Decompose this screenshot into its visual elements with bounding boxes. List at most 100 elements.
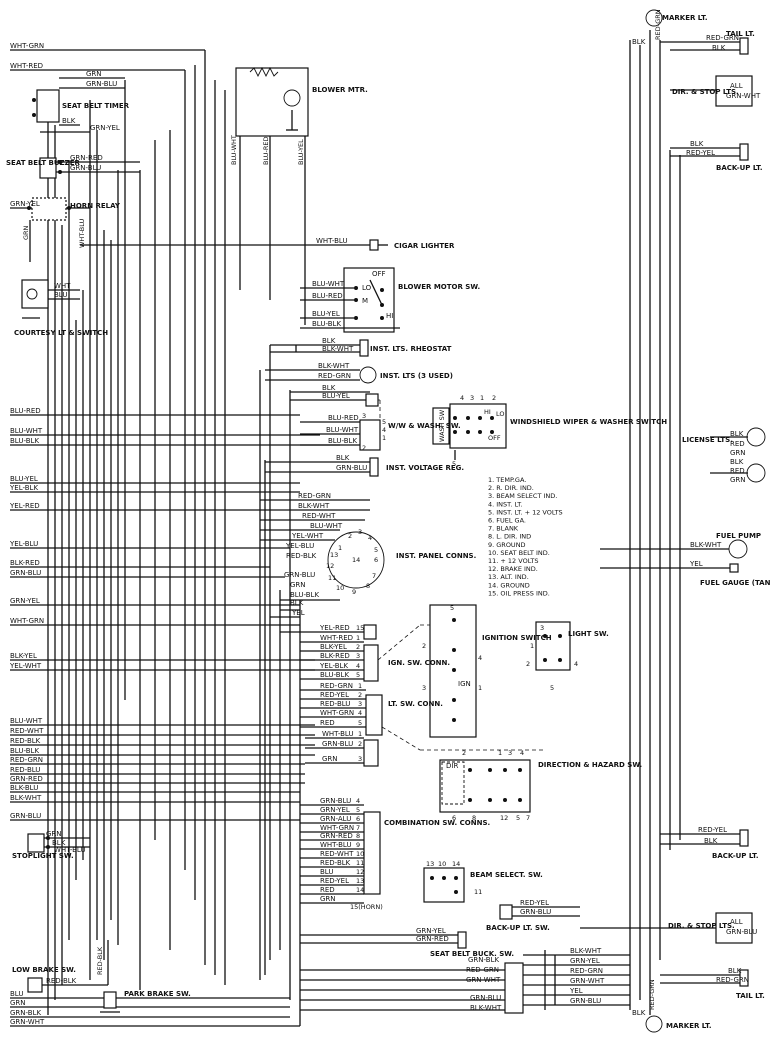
wire-label-left: YEL-BLK bbox=[9, 484, 38, 492]
wire-label-left-comp: GRN-BLU bbox=[70, 164, 101, 172]
wire-label-center: GRN-BLU bbox=[470, 994, 501, 1002]
lt-pin: 4 bbox=[358, 709, 362, 717]
wire-label-relay-v2: WHT-BLU bbox=[78, 218, 86, 248]
label-windshield-wiper: WINDSHIELD WIPER & WASHER SWITCH bbox=[510, 418, 667, 426]
ww-wash-sw bbox=[290, 391, 381, 451]
wire-label-center: BLU-BLK bbox=[328, 437, 357, 445]
wire-label-marker-top: RED-GRN bbox=[654, 9, 662, 40]
wire-label-lt: RED-BLU bbox=[320, 700, 350, 708]
term-off: OFF bbox=[372, 270, 386, 278]
label-blower-mtr: BLOWER MTR. bbox=[312, 86, 368, 94]
legend-item: 14. GROUND bbox=[488, 581, 530, 589]
ign-pin: 5 bbox=[356, 671, 360, 679]
wiper-pin-2: 3 bbox=[470, 394, 474, 402]
panel-pin: 13 bbox=[330, 551, 338, 559]
wiper-pin-4: 2 bbox=[492, 394, 496, 402]
wire-label-left-comp: WHT bbox=[54, 282, 71, 290]
wire-label-center: BLK bbox=[336, 454, 350, 462]
wiper-lo: LO bbox=[496, 410, 505, 418]
comb-top-pin: 2 bbox=[358, 740, 362, 748]
wire-label-left: YEL-WHT bbox=[9, 662, 42, 670]
courtesy-lt bbox=[21, 279, 80, 319]
legend-item: 6. FUEL GA. bbox=[488, 517, 526, 525]
lt-pin: 1 bbox=[358, 682, 362, 690]
label-combination-sw: COMBINATION SW. CONNS. bbox=[384, 819, 490, 827]
wire-label-left: GRN-BLU bbox=[10, 569, 41, 577]
wire-label-ign: BLK-YEL bbox=[320, 643, 347, 651]
ww-pin: 3 bbox=[362, 412, 366, 420]
legend-item: 15. OIL PRESS IND. bbox=[488, 589, 550, 597]
wire-label-comb: GRN-YEL bbox=[320, 806, 350, 814]
wire-label-left-comp: BLK bbox=[52, 839, 66, 847]
wire-label-left-comp: WHT-BLU bbox=[54, 846, 86, 854]
right-components bbox=[523, 9, 766, 1033]
wiper-pin-3: 1 bbox=[480, 394, 484, 402]
wire-label-right: ALL bbox=[730, 918, 743, 926]
dirhaz-pin-5: 6 bbox=[452, 814, 456, 822]
wire-label-lt: RED-GRN bbox=[320, 682, 353, 690]
comb-pin-horn: 15(HORN) bbox=[350, 903, 383, 911]
label-inst-lts-rheostat: INST. LTS. RHEOSTAT bbox=[370, 345, 452, 353]
label-ignition-switch: IGNITION SWITCH bbox=[482, 634, 552, 642]
wire-label-left: BLU-RED bbox=[10, 407, 41, 415]
wire-label-right: RED bbox=[730, 467, 745, 475]
wire-label-right: RED-GRN bbox=[706, 34, 739, 42]
ww-pin: 1 bbox=[382, 434, 386, 442]
wire-label-center: RED-YEL bbox=[520, 899, 549, 907]
wire-label-panel: GRN-BLU bbox=[284, 571, 315, 579]
label-stoplight-sw: STOPLIGHT SW. bbox=[12, 852, 74, 860]
wire-label-panel: RED-GRN bbox=[298, 492, 331, 500]
wire-label-left: BLU-WHT bbox=[10, 717, 43, 725]
legend: 1. TEMP.GA.2. R. DIR. IND.3. BEAM SELECT… bbox=[488, 476, 563, 597]
wire-label-right: GRN-WHT bbox=[570, 977, 605, 985]
wire-label-left: BLK-YEL bbox=[10, 652, 37, 660]
left-edge-wires bbox=[10, 49, 340, 1027]
dirhaz-pin-3: 3 bbox=[508, 749, 512, 757]
label-seat-belt-buck: SEAT BELT BUCK. SW. bbox=[430, 950, 514, 958]
legend-item: 12. BRAKE IND. bbox=[488, 565, 538, 573]
wire-label-comb: WHT-BLU bbox=[320, 841, 352, 849]
wire-label-left: BLU-WHT bbox=[10, 427, 43, 435]
wire-label-comb: BLU bbox=[320, 868, 333, 876]
wire-label-lt: RED-YEL bbox=[320, 691, 349, 699]
inst-voltage-reg bbox=[265, 457, 379, 477]
label-ign-sw-conn: IGN. SW. CONN. bbox=[388, 659, 450, 667]
label-ww-wash-sw: W/W & WASH. SW. bbox=[388, 422, 461, 430]
wire-label-panel: BLK bbox=[290, 599, 304, 607]
label-courtesy-lt: COURTESY LT & SWITCH bbox=[14, 329, 108, 337]
lightsw-pin-4: 4 bbox=[574, 660, 578, 668]
right-harness bbox=[544, 30, 681, 1015]
panel-pin: 11 bbox=[328, 574, 336, 582]
wire-label-center: GRN-RED bbox=[416, 935, 449, 943]
wire-label-left: RED-BLK bbox=[10, 737, 41, 745]
label-tail-lt-bottom: TAIL LT. bbox=[736, 992, 765, 1000]
label-marker-lt-bottom: MARKER LT. bbox=[666, 1022, 711, 1030]
lt-pin: 3 bbox=[358, 700, 362, 708]
wire-label-left: BLK-RED bbox=[10, 559, 40, 567]
comb-top-conn bbox=[305, 737, 379, 767]
wire-label-ign: WHT-RED bbox=[320, 634, 353, 642]
wire-label-center: BLK-WHT bbox=[470, 1004, 502, 1012]
wire-label-left: BLK-WHT bbox=[10, 794, 42, 802]
wire-label-panel: YEL bbox=[291, 609, 305, 617]
ign-pin: 15 bbox=[356, 624, 364, 632]
wiper-pin-1: 4 bbox=[460, 394, 464, 402]
wire-label-center: BLU-WHT bbox=[312, 280, 345, 288]
label-dir-stop-bottom: DIR. & STOP LTS. bbox=[668, 922, 735, 930]
park-brake-sw bbox=[100, 991, 120, 1013]
comb-pin: 8 bbox=[356, 832, 360, 840]
wire-label-ign: YEL-RED bbox=[319, 624, 350, 632]
wire-label-left: WHT-RED bbox=[10, 62, 43, 70]
wire-label-panel: BLU-BLK bbox=[290, 591, 319, 599]
panel-pin: 3 bbox=[358, 528, 362, 536]
wire-label-right: BLK bbox=[632, 1009, 646, 1017]
wire-label-left: RED-WHT bbox=[10, 727, 44, 735]
label-license-lts: LICENSE LTS. bbox=[682, 436, 733, 444]
comb-pin: 14 bbox=[356, 886, 364, 894]
wire-label-center: GRN-BLU bbox=[336, 464, 367, 472]
wire-label-center: BLU-WHT bbox=[326, 426, 359, 434]
ww-pin: 5 bbox=[382, 418, 386, 426]
wire-label-center: BLK bbox=[322, 384, 336, 392]
panel-pin: 5 bbox=[374, 546, 378, 554]
wire-label-center: BLU-RED bbox=[312, 292, 343, 300]
